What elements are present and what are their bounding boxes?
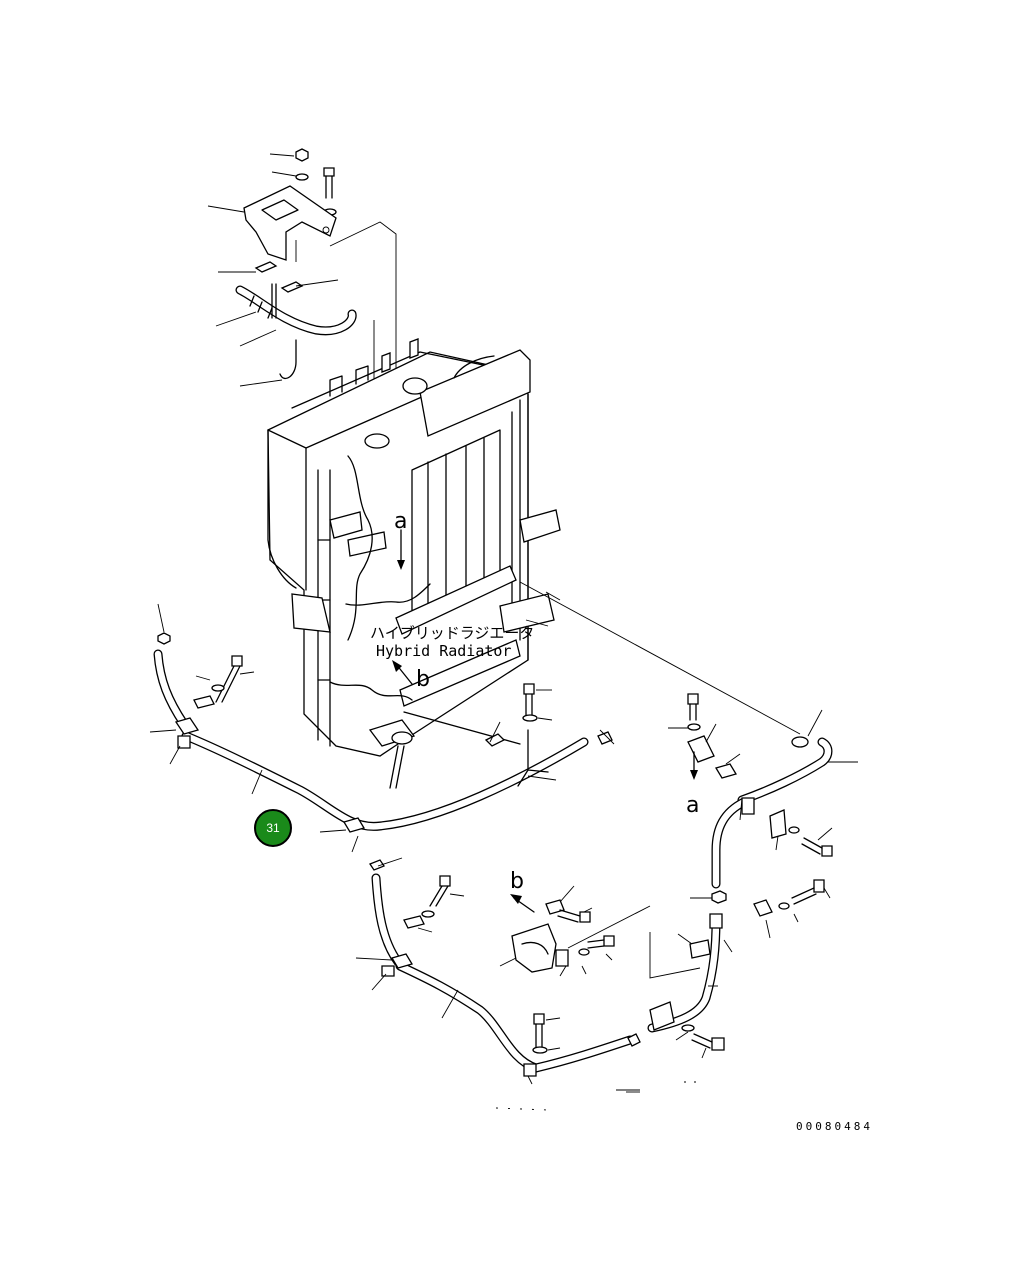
lower-hose-assembly	[355, 857, 641, 1111]
radiator-label-japanese: ハイブリッドラジエータ	[370, 624, 534, 642]
radiator-frame	[267, 338, 561, 789]
view-b-detail	[499, 885, 651, 977]
reference-leaders	[519, 581, 801, 735]
view-label-b-low: b	[510, 869, 524, 894]
radiator-label-english: Hybrid Radiator	[376, 642, 511, 660]
view-label-a-right: a	[686, 793, 699, 818]
view-label-b-mid: b	[416, 667, 430, 692]
top-bracket-assembly	[207, 148, 397, 410]
drawing-code: 00080484	[796, 1120, 873, 1133]
left-hose-assembly	[149, 603, 615, 853]
badge-number: 31	[266, 821, 280, 835]
lower-right-assembly	[626, 879, 831, 1093]
view-label-a-top: a	[394, 509, 407, 534]
part-number-badge[interactable]: 31	[254, 809, 292, 847]
right-hose-assembly	[668, 693, 858, 889]
